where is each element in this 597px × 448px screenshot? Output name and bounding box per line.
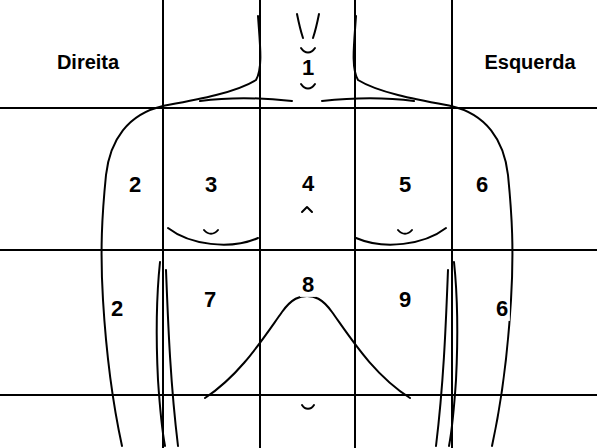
navel-mark	[302, 405, 314, 409]
region-number: 8	[300, 273, 316, 297]
throat-mark	[301, 48, 315, 53]
torso-side-right	[166, 270, 178, 446]
torso-side-left	[436, 270, 448, 446]
nipple-mark	[398, 230, 412, 234]
side-label: Direita	[55, 51, 121, 73]
pectoral-right	[168, 228, 258, 245]
grid-line	[451, 0, 453, 448]
grid-line	[0, 394, 597, 396]
region-number: 6	[494, 297, 510, 321]
region-number: 4	[300, 172, 316, 196]
sternum-mark	[302, 207, 312, 212]
grid-line	[162, 0, 164, 448]
region-number: 6	[474, 173, 490, 197]
grid-line	[0, 107, 597, 109]
region-number: 1	[300, 56, 316, 80]
region-number: 7	[202, 288, 218, 312]
throat-mark	[297, 14, 303, 38]
region-number: 5	[397, 173, 413, 197]
region-number: 2	[127, 173, 143, 197]
grid-line	[0, 249, 597, 251]
side-label: Esquerda	[482, 51, 577, 73]
throat-mark	[301, 84, 315, 89]
grid-line	[354, 0, 356, 448]
grid-line	[259, 0, 261, 448]
region-number: 9	[397, 288, 413, 312]
region-number: 2	[109, 297, 125, 321]
region-number: 3	[203, 173, 219, 197]
clavicle-left	[322, 98, 414, 101]
neck-shoulder-left	[354, 16, 513, 446]
neck-shoulder-right	[102, 16, 261, 446]
rib-arch	[205, 296, 410, 398]
pectoral-left	[356, 228, 446, 245]
clavicle-right	[200, 98, 292, 101]
throat-mark	[313, 14, 319, 38]
nipple-mark	[204, 230, 218, 234]
inner-arm-left	[449, 262, 457, 446]
